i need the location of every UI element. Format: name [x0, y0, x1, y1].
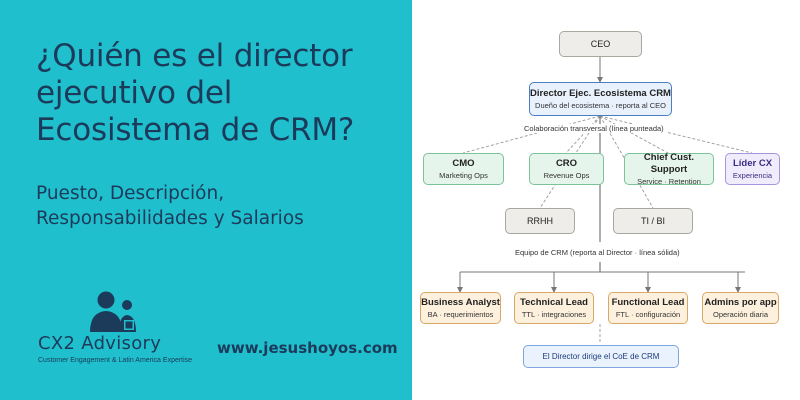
website-url[interactable]: www.jesushoyos.com: [217, 339, 398, 357]
node-tl-title: Technical Lead: [520, 296, 588, 308]
node-ccs-sub: Service · Retention: [637, 176, 701, 186]
node-admins-title: Admins por app: [704, 296, 777, 308]
node-ti-label: TI / BI: [640, 216, 665, 226]
dotted-line-label: Colaboración transversal (línea punteada…: [522, 124, 666, 133]
node-ba-title: Business Analyst: [421, 296, 500, 308]
logo-tagline: Customer Engagement & Latin America Expe…: [38, 357, 193, 364]
left-panel: ¿Quién es el director ejecutivo del Ecos…: [0, 0, 412, 400]
node-cmo: CMO Marketing Ops: [423, 153, 504, 185]
node-cro-title: CRO: [555, 157, 578, 169]
page-title: ¿Quién es el director ejecutivo del Ecos…: [36, 38, 355, 148]
node-ceo: CEO: [559, 31, 642, 57]
node-cx-title: Líder CX: [732, 157, 773, 169]
node-ti-bi: TI / BI: [613, 208, 693, 234]
node-coe-label: El Director dirige el CoE de CRM: [542, 352, 660, 361]
node-cx-sub: Experiencia: [732, 170, 773, 180]
node-business-analyst: Business Analyst BA · requerimientos: [420, 292, 501, 324]
node-fl-sub: FTL · configuración: [615, 309, 681, 319]
node-fl-title: Functional Lead: [611, 296, 685, 308]
node-cmo-title: CMO: [452, 157, 475, 169]
node-admins-sub: Operación diaria: [712, 309, 769, 319]
node-cro: CRO Revenue Ops: [529, 153, 604, 185]
node-cro-sub: Revenue Ops: [543, 170, 590, 180]
org-chart-panel: [412, 0, 800, 400]
node-director: Director Ejec. Ecosistema CRM Dueño del …: [529, 82, 672, 116]
solid-line-label: Equipo de CRM (reporta al Director · lín…: [515, 248, 680, 257]
node-rrhh: RRHH: [505, 208, 575, 234]
node-lider-cx: Líder CX Experiencia: [725, 153, 780, 185]
node-rrhh-label: RRHH: [527, 216, 553, 226]
logo-name: CX2 Advisory: [38, 333, 162, 354]
node-admins-por-app: Admins por app Operación diaria: [702, 292, 779, 324]
node-chief-customer-support: Chief Cust. Support Service · Retention: [624, 151, 714, 186]
node-director-sub: Dueño del ecosistema · reporta al CEO: [535, 100, 666, 110]
node-ceo-label: CEO: [590, 39, 611, 49]
node-technical-lead: Technical Lead TTL · integraciones: [514, 292, 594, 324]
node-tl-sub: TTL · integraciones: [521, 309, 587, 319]
node-coe: El Director dirige el CoE de CRM: [523, 345, 679, 368]
node-ba-sub: BA · requerimientos: [427, 309, 494, 319]
people-icon: [90, 291, 136, 332]
node-ccs-title: Chief Cust. Support: [643, 151, 695, 175]
node-cmo-sub: Marketing Ops: [439, 170, 488, 180]
node-director-title: Director Ejec. Ecosistema CRM: [530, 87, 671, 99]
node-functional-lead: Functional Lead FTL · configuración: [608, 292, 688, 324]
page-subtitle: Puesto, Descripción, Responsabilidades y…: [36, 183, 304, 229]
